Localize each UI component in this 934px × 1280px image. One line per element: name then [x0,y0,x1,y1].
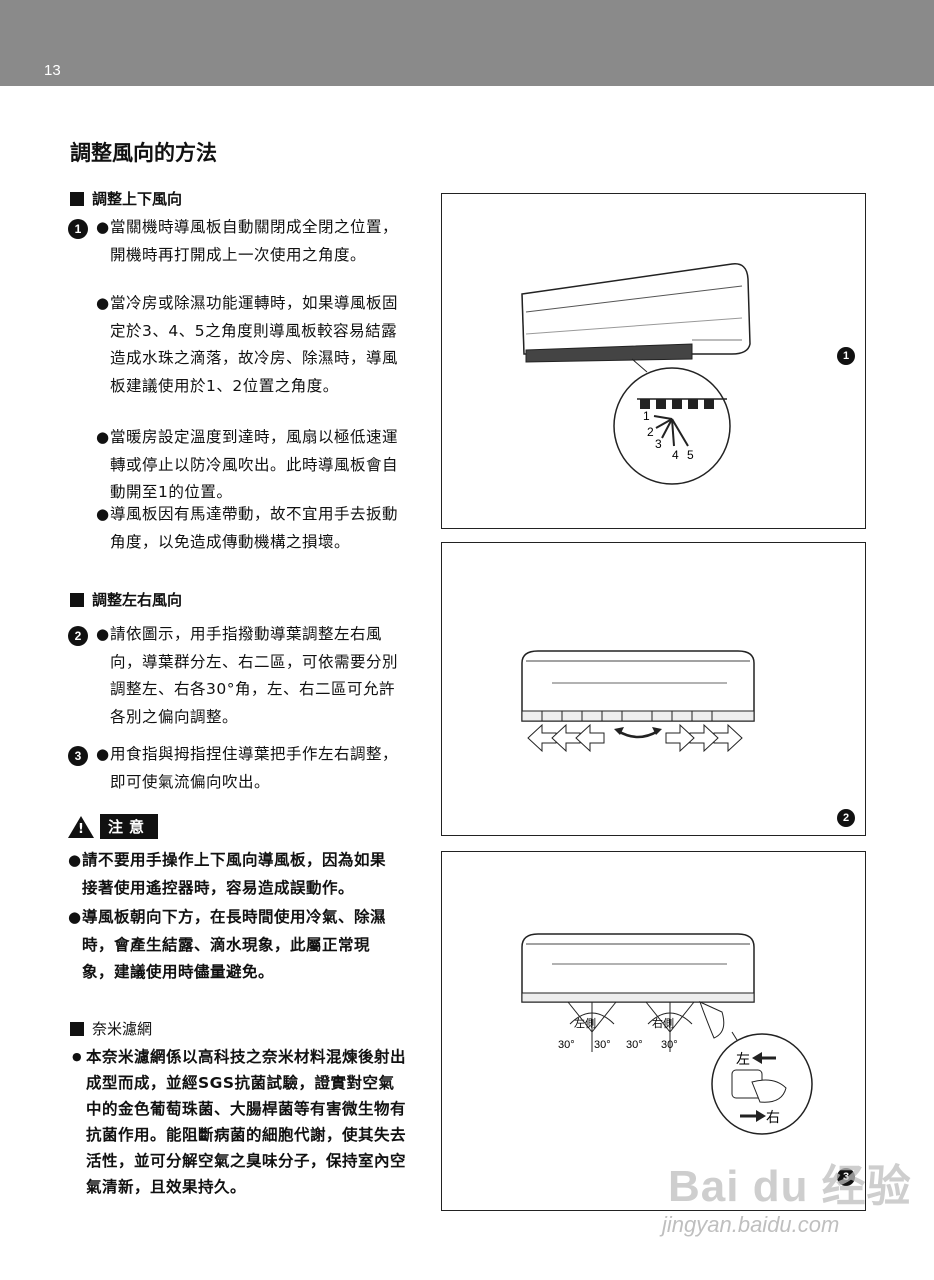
figure-marker-3: 3 [837,1168,855,1186]
page-title: 調整風向的方法 [70,141,217,165]
updown-bullet-4: ● 導風板因有馬達帶動，故不宜用手去扳動角度，以免造成傳動機構之損壞。 [96,501,410,556]
section-heading-text: 調整左右風向 [92,591,183,609]
header-bar [0,0,934,86]
angle-label: 30° [661,1039,678,1051]
left-direction-label: 左 [736,1052,750,1068]
bullet-text: 導風板朝向下方，在長時間使用冷氣、除濕時，會產生結露、滴水現象，此屬正常現象，建… [82,908,387,981]
bullet-text: 請依圖示，用手指撥動導葉調整左右風向，導葉群分左、右二區，可依需要分別調整左、右… [110,625,399,726]
figure-panel-2: 2 [441,542,866,836]
nano-bullet: ● 本奈米濾網係以高科技之奈米材料混煉後射出成型而成，並經SGS抗菌試驗，證實對… [72,1044,406,1200]
bullet-dot-icon: ● [68,908,82,926]
step-marker-1: 1 [68,219,88,239]
watermark-logo-text: Bai du 经验 [668,1162,912,1211]
bullet-text: 當關機時導風板自動關閉成全閉之位置，開機時再打開成上一次使用之角度。 [110,218,399,264]
louver-position-label: 3 [655,437,662,451]
square-bullet-icon [70,1021,84,1036]
bullet-dot-icon: ● [72,1050,83,1063]
updown-bullet-2: ● 當冷房或除濕功能運轉時，如果導風板固定於3、4、5之角度則導風板較容易結露造… [96,290,410,400]
bullet-text: 導風板因有馬達帶動，故不宜用手去扳動角度，以免造成傳動機構之損壞。 [110,505,399,551]
figure-panel-1: 1 2 3 4 5 1 [441,193,866,529]
leftright-bullet-2: ● 用食指與拇指捏住導葉把手作左右調整，即可使氣流偏向吹出。 [96,741,410,796]
caution-label: 注意 [100,814,159,839]
angle-label: 30° [594,1039,611,1051]
page-number: 13 [44,62,61,79]
updown-bullet-3: ● 當暖房設定溫度到達時，風扇以極低速運轉或停止以防冷風吹出。此時導風板會自動開… [96,424,410,507]
right-direction-label: 右 [766,1110,780,1126]
caution-bullet-1: ● 請不要用手操作上下風向導風板，因為如果接著使用遙控器時，容易造成誤動作。 [68,847,398,902]
square-bullet-icon [70,191,84,206]
bullet-dot-icon: ● [96,294,110,312]
section-heading-updown: 調整上下風向 [70,188,182,209]
caution-bullet-2: ● 導風板朝向下方，在長時間使用冷氣、除濕時，會產生結露、滴水現象，此屬正常現象… [68,904,398,987]
updown-bullet-1: ● 當關機時導風板自動關閉成全閉之位置，開機時再打開成上一次使用之角度。 [96,214,410,269]
louver-position-label: 1 [643,409,650,423]
bullet-text: 當冷房或除濕功能運轉時，如果導風板固定於3、4、5之角度則導風板較容易結露造成水… [110,294,399,395]
bullet-dot-icon: ● [96,745,110,763]
figure-panel-3: 左側 右側 30° 30° 30° 30° 左 右 3 [441,851,866,1211]
watermark-url: jingyan.baidu.com [662,1212,840,1237]
step-marker-2: 2 [68,626,88,646]
bullet-dot-icon: ● [96,505,110,523]
bullet-text: 請不要用手操作上下風向導風板，因為如果接著使用遙控器時，容易造成誤動作。 [82,851,387,897]
louver-position-label: 2 [647,425,654,439]
bullet-text: 用食指與拇指捏住導葉把手作左右調整，即可使氣流偏向吹出。 [110,745,399,791]
right-zone-label: 右側 [652,1016,674,1030]
ac-unit-horizontal-vanes-illustration [521,650,755,753]
section-heading-text: 奈米濾網 [92,1020,153,1038]
angle-label: 30° [558,1039,575,1051]
bullet-dot-icon: ● [68,851,82,869]
angle-label: 30° [626,1039,643,1051]
square-bullet-icon [70,592,84,607]
bullet-text: 當暖房設定溫度到達時，風扇以極低速運轉或停止以防冷風吹出。此時導風板會自動開至1… [110,428,399,501]
figure-marker-1: 1 [837,347,855,365]
louver-position-label: 4 [672,448,679,462]
section-heading-nano: 奈米濾網 [70,1018,152,1039]
bullet-dot-icon: ● [96,218,110,236]
section-heading-leftright: 調整左右風向 [70,589,182,610]
bullet-text: 本奈米濾網係以高科技之奈米材料混煉後射出成型而成，並經SGS抗菌試驗，證實對空氣… [86,1048,407,1196]
step-marker-3: 3 [68,746,88,766]
figure-marker-2: 2 [837,809,855,827]
section-heading-text: 調整上下風向 [92,190,183,208]
louver-position-label: 5 [687,448,694,462]
caution-header: ! 注意 [68,814,159,839]
ac-unit-vane-handle-illustration: 左側 右側 30° 30° 30° 30° 左 右 [521,933,813,1135]
bullet-dot-icon: ● [96,625,110,643]
left-zone-label: 左側 [574,1017,596,1030]
leftright-bullet-1: ● 請依圖示，用手指撥動導葉調整左右風向，導葉群分左、右二區，可依需要分別調整左… [96,621,410,731]
ac-unit-vertical-louver-illustration: 1 2 3 4 5 [521,263,751,485]
bullet-dot-icon: ● [96,428,110,446]
warning-icon: ! [68,815,94,838]
